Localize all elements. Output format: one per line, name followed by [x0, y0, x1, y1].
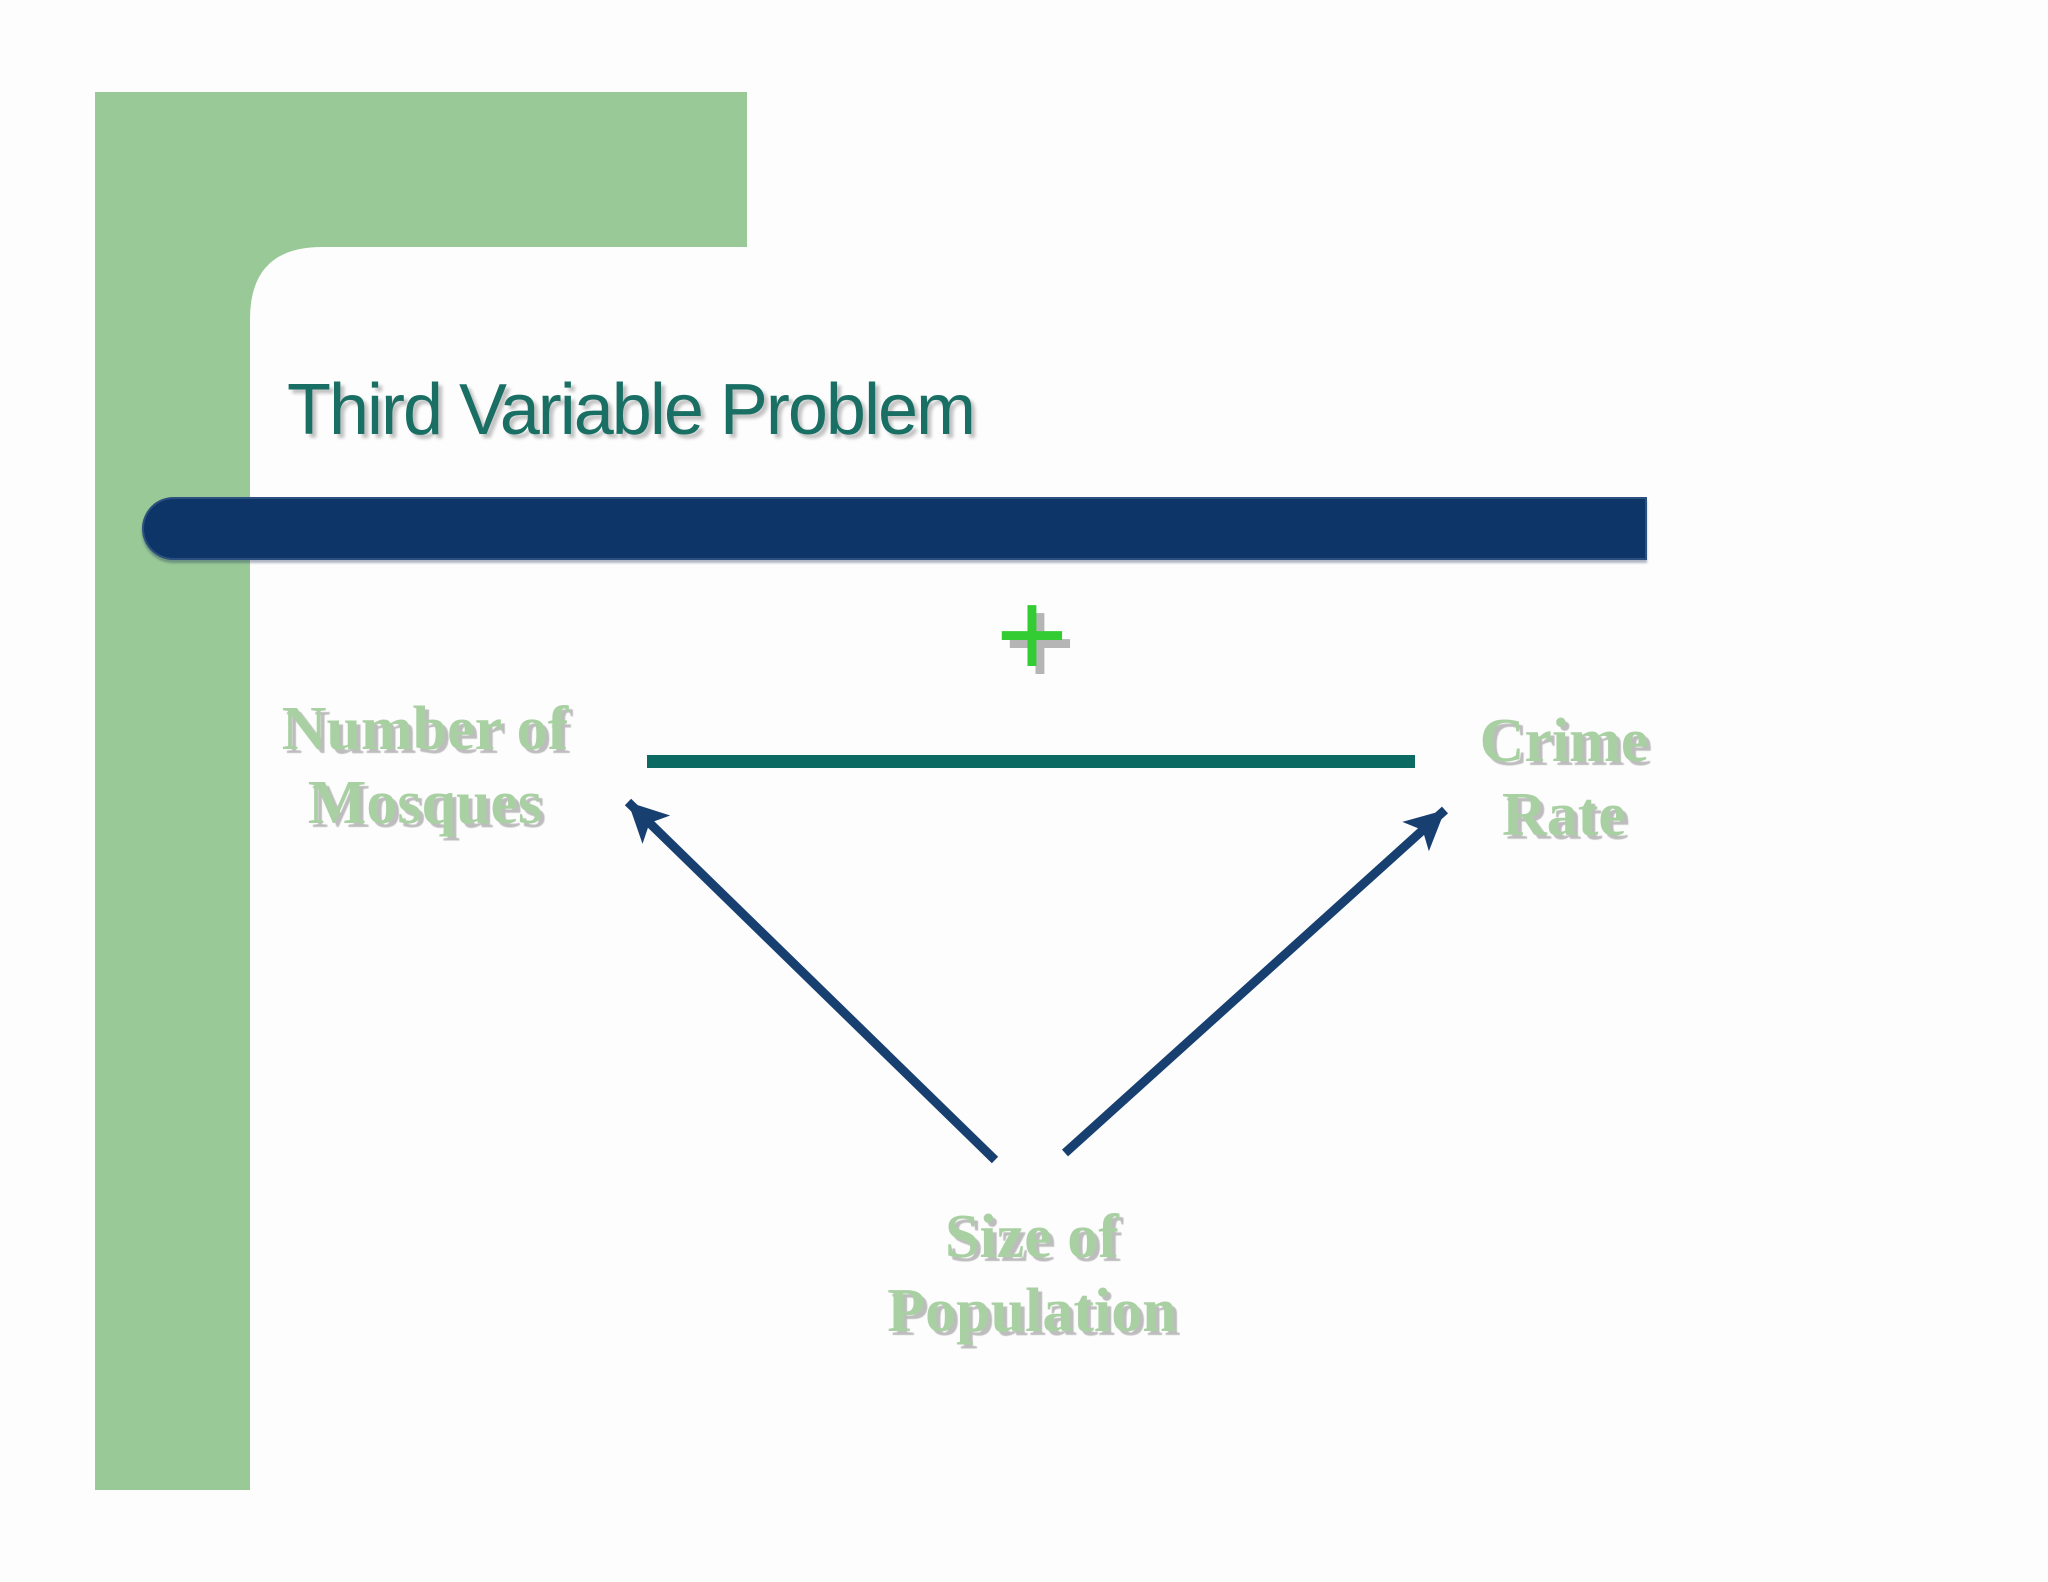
green-f-shape-path	[95, 92, 747, 1490]
node-label-line2: Rate	[1502, 781, 1626, 849]
node-label-line2: Mosques	[307, 769, 543, 837]
node-label-line1: Crime	[1479, 707, 1649, 775]
node-crime-rate: Crime Rate	[1414, 704, 1714, 852]
node-label-line2: Population	[887, 1277, 1177, 1345]
title-underline-bar	[142, 497, 1647, 560]
node-label-line1: Number of	[281, 695, 569, 763]
arrow-population-to-mosques	[624, 798, 999, 1164]
node-label-line1: Size of	[945, 1203, 1119, 1271]
slide-title: Third Variable Problem	[287, 370, 976, 450]
node-number-of-mosques: Number of Mosques	[215, 692, 635, 840]
correlation-line	[647, 755, 1415, 768]
plus-sign: +	[995, 566, 1069, 704]
arrow-population-to-crime	[1061, 806, 1449, 1157]
node-size-of-population: Size of Population	[822, 1200, 1242, 1348]
